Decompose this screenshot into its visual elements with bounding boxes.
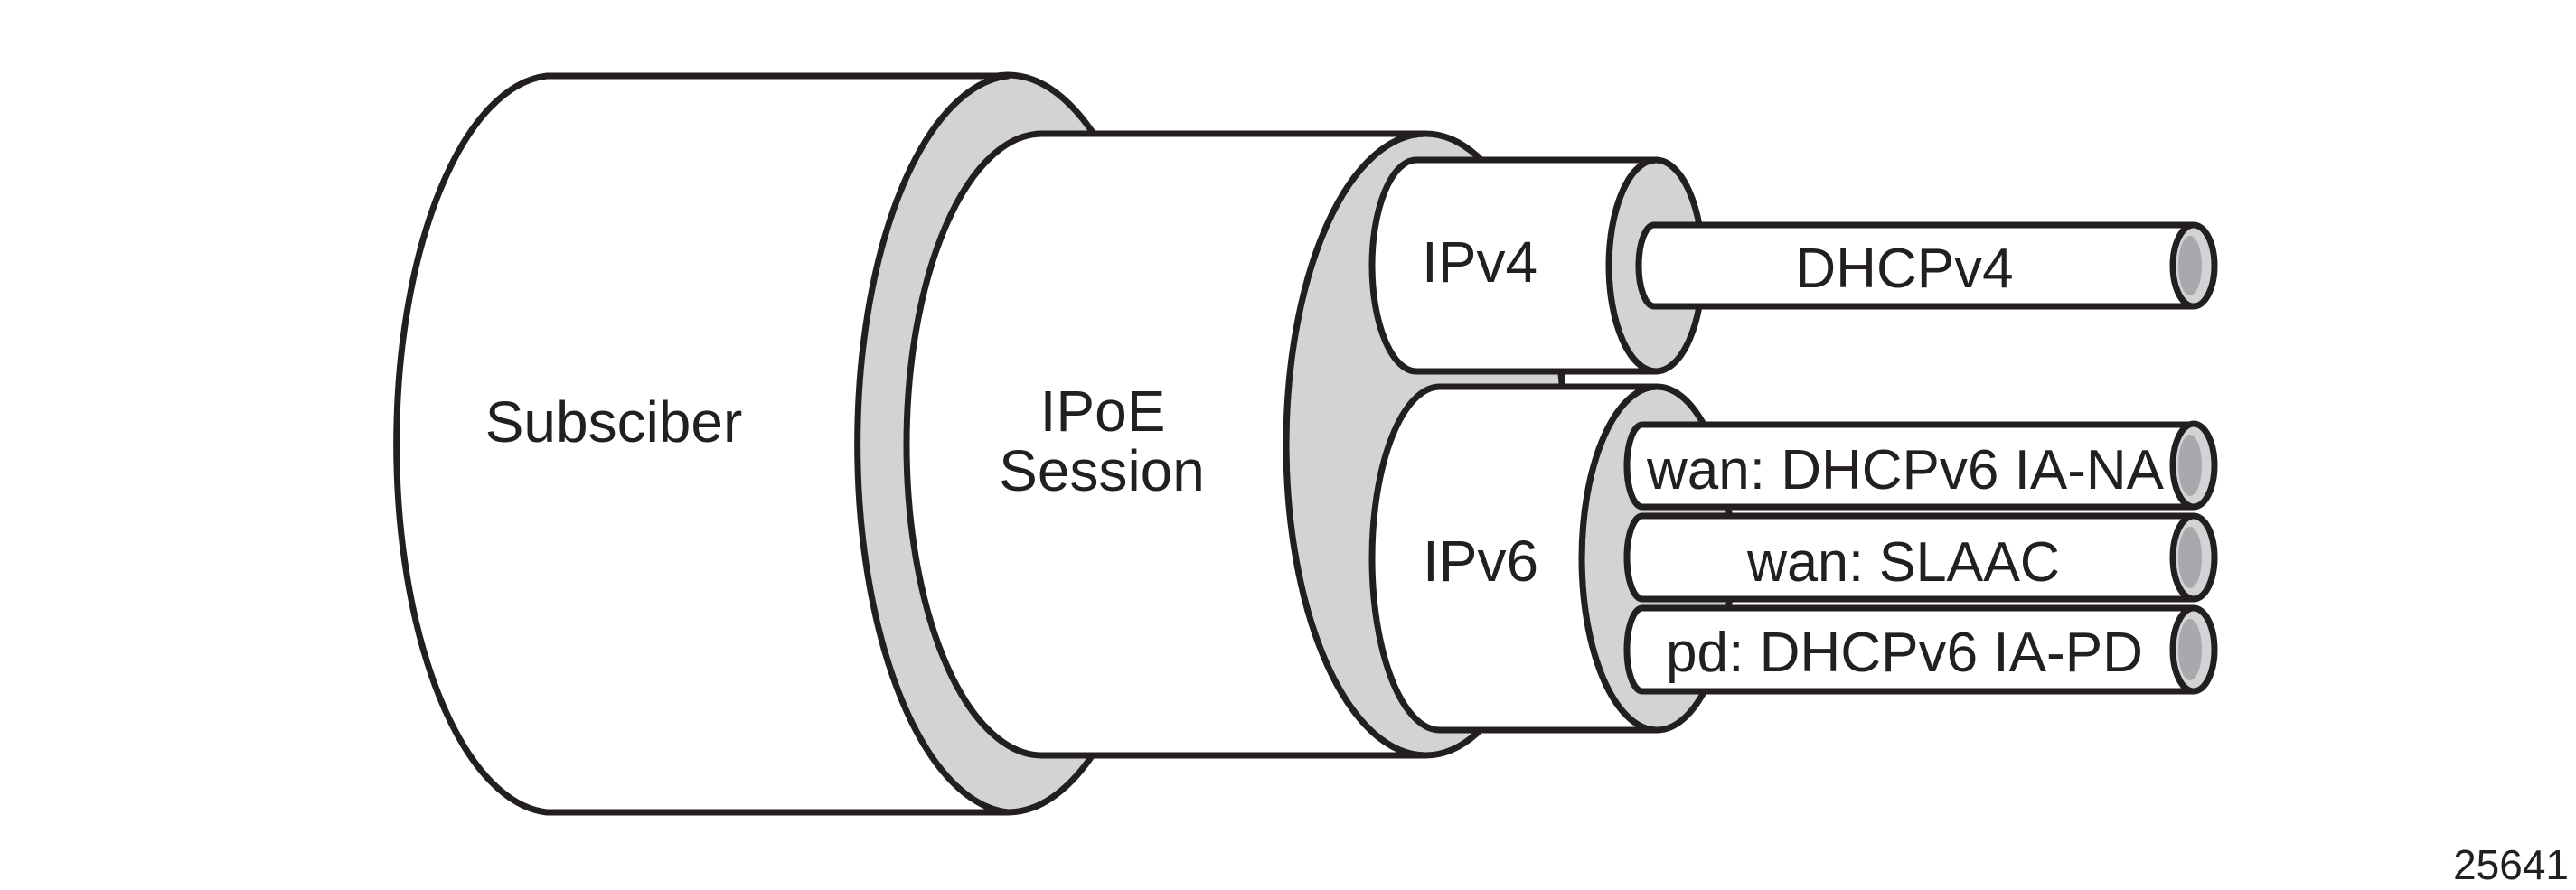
wan-slaac-tube-end-cap [2169, 512, 2218, 603]
pd-dhcpv6-ia-pd-tube-label: pd: DHCPv6 IA-PD [1666, 622, 2143, 684]
wan-slaac-tube: wan: SLAAC [1623, 512, 2218, 603]
ipoe-session-body [903, 130, 1429, 759]
wan-dhcpv6-ia-na-tube-end-cap [2169, 420, 2218, 511]
wan-slaac-tube-body [1623, 512, 2197, 603]
dhcpv4-tube: DHCPv4 [1635, 221, 2218, 310]
ipoe-session-label-line2: Session [999, 438, 1205, 503]
figure-number: 25641 [2453, 841, 2569, 888]
pd-dhcpv6-ia-pd-tube: pd: DHCPv6 IA-PD [1623, 604, 2218, 695]
dhcpv4-tube-body [1635, 221, 2197, 310]
ipv6-body [1368, 383, 1660, 734]
pd-dhcpv6-ia-pd-tube-end-cap [2169, 604, 2218, 695]
subscriber-body [393, 72, 1011, 816]
ipv4-label: IPv4 [1422, 230, 1537, 295]
wan-dhcpv6-ia-na-tube: wan: DHCPv6 IA-NA [1623, 420, 2218, 511]
subscriber-label: Subsciber [485, 389, 743, 454]
dhcpv4-tube-label: DHCPv4 [1795, 238, 2013, 300]
dhcpv4-tube-end-cap [2169, 221, 2218, 310]
wan-slaac-tube-label: wan: SLAAC [1746, 531, 2060, 594]
pd-dhcpv6-ia-pd-tube-body [1623, 604, 2197, 695]
ipv4-body [1368, 156, 1659, 375]
wan-dhcpv6-ia-na-tube-label: wan: DHCPv6 IA-NA [1646, 439, 2165, 501]
ipv6-label: IPv6 [1423, 529, 1538, 594]
wan-dhcpv6-ia-na-tube-body [1623, 421, 2197, 511]
ipoe-session-label-line1: IPoE [1040, 379, 1166, 444]
